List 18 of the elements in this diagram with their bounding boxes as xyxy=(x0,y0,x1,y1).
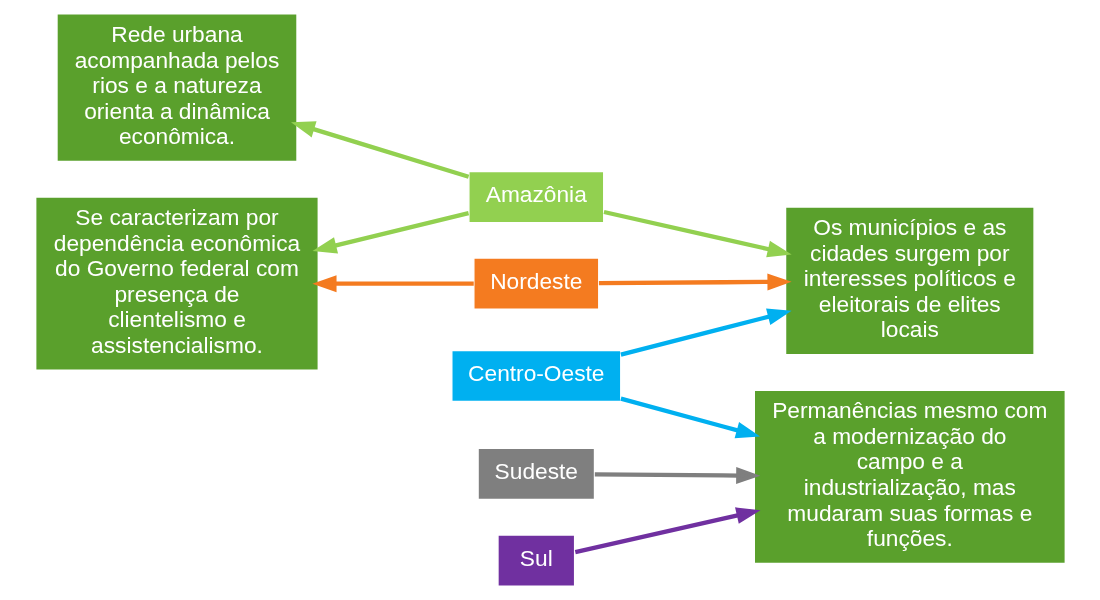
node-box: Sudeste xyxy=(476,447,595,501)
node-box: Rede urbana acompanhada pelos rios e a natureza orienta a dinâmica econômica. xyxy=(55,13,298,163)
node-box: Centro-Oeste xyxy=(450,349,621,403)
arrow xyxy=(312,211,469,254)
arrow xyxy=(290,121,469,179)
node-box: Nordeste xyxy=(472,257,599,310)
node-box: Sul xyxy=(496,534,575,587)
node-box: Amazônia xyxy=(467,170,604,224)
arrow xyxy=(598,273,792,291)
arrow xyxy=(619,396,760,439)
node-box: Se caracterizam por dependência econômica do Governo federal com presença de clientelismo e assistencialismo. xyxy=(34,196,319,371)
arrow xyxy=(603,209,792,258)
node-box: Os municípios e as cidades surgem por interesses políticos e eleitorais de elites locais xyxy=(784,206,1035,356)
node-box: Permanências mesmo com a modernização do campo e a industrialização, mas mudaram suas formas e funções. xyxy=(753,389,1066,565)
arrow xyxy=(619,308,792,357)
arrow xyxy=(311,275,474,293)
arrow xyxy=(594,467,760,484)
arrow xyxy=(574,507,761,555)
